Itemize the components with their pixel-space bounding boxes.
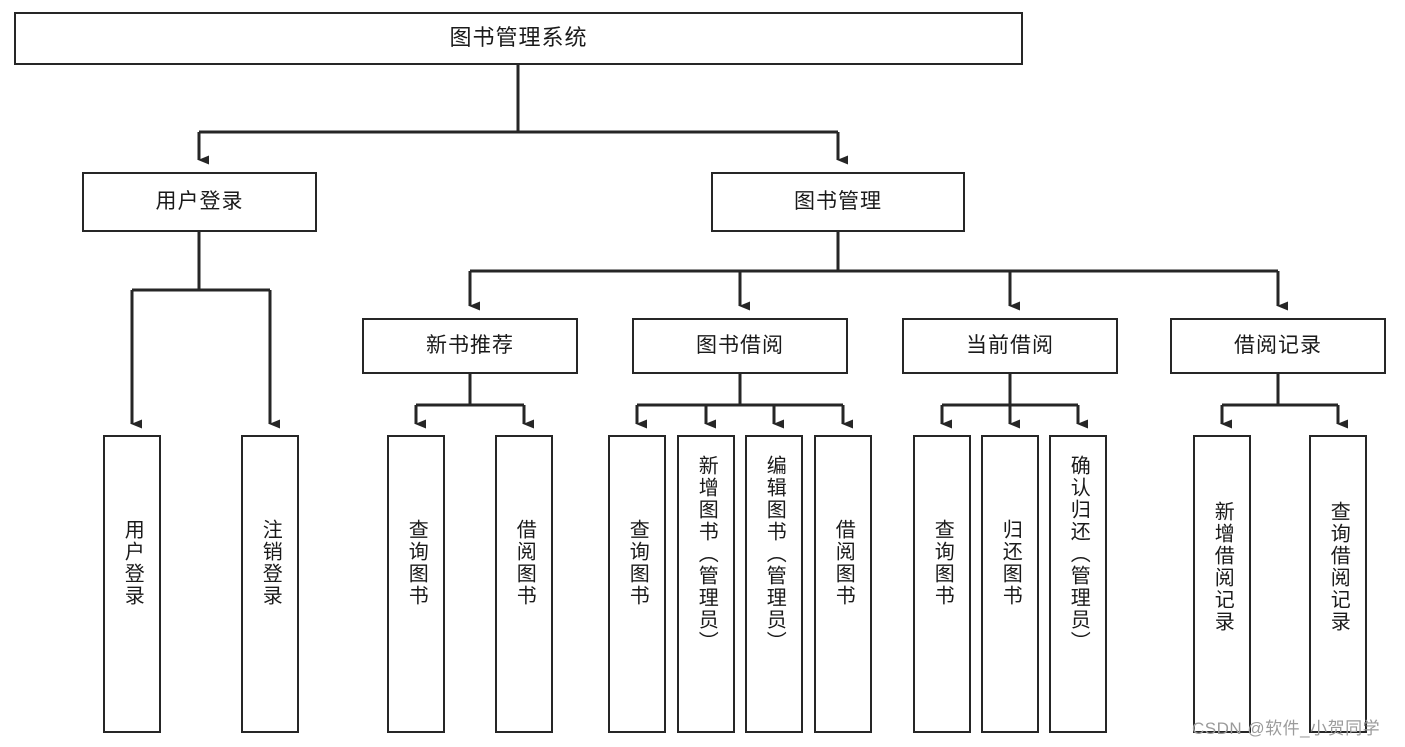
leaf-label: 借阅图书 — [513, 519, 536, 607]
node-root-label: 图书管理系统 — [449, 25, 588, 51]
leaf-label: 查询借阅记录 — [1327, 501, 1350, 633]
leaf-label: 查询图书 — [405, 519, 428, 607]
node-book-borrow[interactable]: 图书借阅 — [632, 318, 848, 374]
leaf-current-borrow-return[interactable]: 归还图书 — [981, 435, 1039, 733]
leaf-label: 注销登录 — [259, 519, 282, 607]
node-root-system[interactable]: 图书管理系统 — [14, 12, 1023, 65]
leaf-label: 查询图书 — [626, 519, 649, 607]
leaf-book-borrow-borrow[interactable]: 借阅图书 — [814, 435, 872, 733]
leaf-new-book-query[interactable]: 查询图书 — [387, 435, 445, 733]
leaf-label: 查询图书 — [931, 519, 954, 607]
leaf-current-borrow-query[interactable]: 查询图书 — [913, 435, 971, 733]
leaf-label: 确认归还（管理员） — [1067, 455, 1090, 653]
csdn-watermark: CSDN @软件_小贺同学 — [1192, 719, 1381, 738]
leaf-user-login-login[interactable]: 用户登录 — [103, 435, 161, 733]
leaf-borrow-record-query[interactable]: 查询借阅记录 — [1309, 435, 1367, 733]
node-new-book-recommend-label: 新书推荐 — [426, 334, 514, 358]
leaf-label: 编辑图书（管理员） — [763, 455, 786, 653]
node-borrow-record-label: 借阅记录 — [1234, 334, 1322, 358]
leaf-label: 借阅图书 — [832, 519, 855, 607]
node-borrow-record[interactable]: 借阅记录 — [1170, 318, 1386, 374]
node-book-borrow-label: 图书借阅 — [696, 334, 784, 358]
node-new-book-recommend[interactable]: 新书推荐 — [362, 318, 578, 374]
leaf-user-login-logout[interactable]: 注销登录 — [241, 435, 299, 733]
node-user-login-label: 用户登录 — [155, 190, 244, 214]
node-book-manage-label: 图书管理 — [794, 190, 882, 214]
node-user-login[interactable]: 用户登录 — [82, 172, 317, 232]
node-current-borrow-label: 当前借阅 — [966, 334, 1054, 358]
leaf-new-book-borrow[interactable]: 借阅图书 — [495, 435, 553, 733]
node-book-manage[interactable]: 图书管理 — [711, 172, 965, 232]
leaf-current-borrow-confirm[interactable]: 确认归还（管理员） — [1049, 435, 1107, 733]
leaf-book-borrow-query[interactable]: 查询图书 — [608, 435, 666, 733]
leaf-borrow-record-add[interactable]: 新增借阅记录 — [1193, 435, 1251, 733]
leaf-label: 新增借阅记录 — [1211, 501, 1234, 633]
leaf-book-borrow-edit[interactable]: 编辑图书（管理员） — [745, 435, 803, 733]
leaf-label: 归还图书 — [999, 519, 1022, 607]
leaf-label: 新增图书（管理员） — [695, 455, 718, 653]
leaf-label: 用户登录 — [121, 519, 144, 607]
leaf-book-borrow-add[interactable]: 新增图书（管理员） — [677, 435, 735, 733]
node-current-borrow[interactable]: 当前借阅 — [902, 318, 1118, 374]
